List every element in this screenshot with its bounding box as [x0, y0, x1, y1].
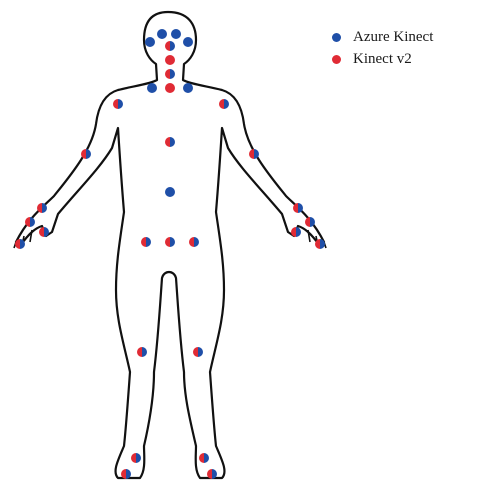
azure-joint-dot	[183, 83, 193, 93]
kinect-joint-half	[193, 347, 198, 357]
azure-joint-dot	[157, 29, 167, 39]
joint-marker	[165, 187, 175, 197]
kinect-joint-dot	[165, 83, 175, 93]
azure-joint-half	[142, 347, 147, 357]
kinect-joint-half	[141, 237, 146, 247]
azure-joint-half	[170, 237, 175, 247]
azure-joint-half	[30, 217, 35, 227]
kinect-joint-half	[131, 453, 136, 463]
kinect-joint-half	[39, 227, 44, 237]
joint-marker	[207, 469, 217, 479]
kinect-joint-half	[219, 99, 224, 109]
legend-item-azure: Azure Kinect	[332, 26, 433, 48]
azure-joint-half	[170, 69, 175, 79]
legend: Azure Kinect Kinect v2	[332, 26, 433, 70]
joint-marker	[165, 83, 175, 93]
joint-marker	[171, 29, 181, 39]
joint-marker	[219, 99, 229, 109]
azure-joint-half	[118, 99, 123, 109]
joint-marker	[37, 203, 47, 213]
kinect-joint-half	[165, 137, 170, 147]
azure-joint-half	[170, 137, 175, 147]
azure-joint-half	[136, 453, 141, 463]
azure-joint-half	[198, 347, 203, 357]
azure-joint-dot	[145, 37, 155, 47]
joint-marker	[193, 347, 203, 357]
joint-marker	[157, 29, 167, 39]
joint-marker	[113, 99, 123, 109]
joint-marker	[305, 217, 315, 227]
azure-joint-half	[296, 227, 301, 237]
joint-marker	[315, 239, 325, 249]
legend-label-kinect: Kinect v2	[353, 51, 412, 68]
legend-label-azure: Azure Kinect	[353, 29, 433, 46]
joint-marker	[81, 149, 91, 159]
azure-joint-half	[170, 41, 175, 51]
joint-marker	[39, 227, 49, 237]
azure-marker-icon	[332, 33, 341, 42]
joint-marker	[293, 203, 303, 213]
joint-marker	[131, 453, 141, 463]
joint-marker	[25, 217, 35, 227]
joint-marker	[121, 469, 131, 479]
joint-marker	[165, 69, 175, 79]
joint-marker	[183, 83, 193, 93]
legend-item-kinect: Kinect v2	[332, 48, 433, 70]
azure-joint-half	[204, 453, 209, 463]
kinect-joint-dot	[165, 55, 175, 65]
kinect-joint-half	[165, 41, 170, 51]
joint-marker	[183, 37, 193, 47]
kinect-joint-half	[165, 69, 170, 79]
azure-joint-dot	[147, 83, 157, 93]
joint-marker	[137, 347, 147, 357]
joint-marker	[145, 37, 155, 47]
joint-marker	[165, 41, 175, 51]
azure-joint-dot	[183, 37, 193, 47]
joint-marker	[165, 137, 175, 147]
joint-marker	[291, 227, 301, 237]
kinect-marker-icon	[332, 55, 341, 64]
azure-joint-half	[224, 99, 229, 109]
azure-joint-dot	[165, 187, 175, 197]
azure-joint-half	[146, 237, 151, 247]
joint-marker	[165, 237, 175, 247]
kinect-joint-half	[137, 347, 142, 357]
kinect-joint-half	[249, 149, 254, 159]
joint-marker	[249, 149, 259, 159]
joint-marker	[189, 237, 199, 247]
azure-joint-half	[194, 237, 199, 247]
joint-marker	[141, 237, 151, 247]
kinect-joint-half	[165, 237, 170, 247]
azure-joint-dot	[171, 29, 181, 39]
kinect-joint-half	[189, 237, 194, 247]
joint-marker	[199, 453, 209, 463]
kinect-joint-half	[199, 453, 204, 463]
joint-marker	[147, 83, 157, 93]
azure-joint-half	[86, 149, 91, 159]
joint-marker	[15, 239, 25, 249]
joint-marker	[165, 55, 175, 65]
joint-markers	[15, 29, 325, 479]
kinect-joint-half	[305, 217, 310, 227]
kinect-joint-half	[113, 99, 118, 109]
